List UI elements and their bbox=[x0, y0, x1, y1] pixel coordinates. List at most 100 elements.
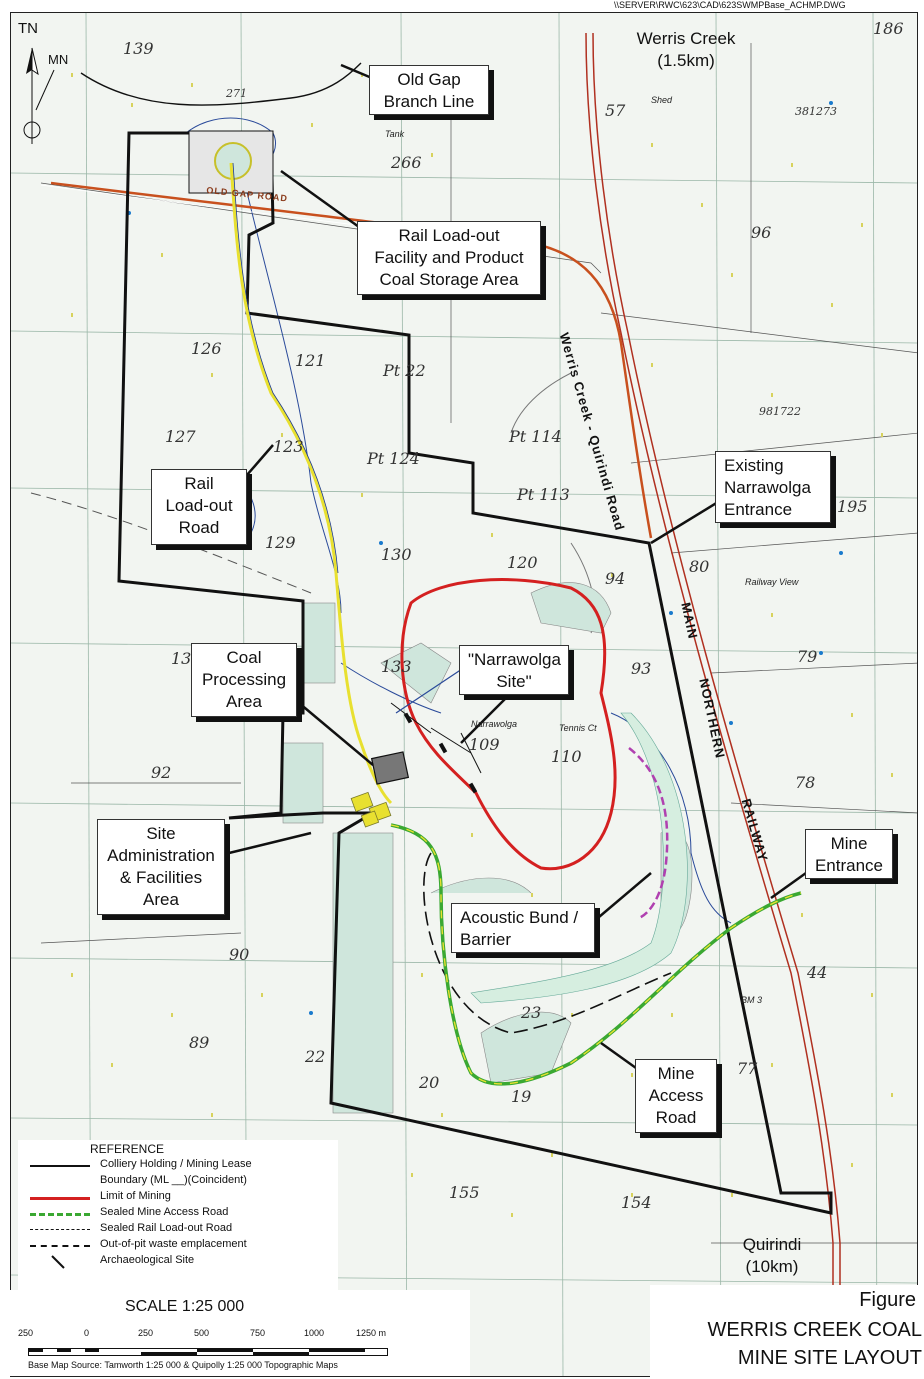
lot-number: 155 bbox=[449, 1183, 480, 1202]
lot-number: 77 bbox=[737, 1059, 758, 1078]
lot-number: 44 bbox=[807, 963, 828, 982]
callout-line: Mine bbox=[830, 834, 868, 853]
lot-number: 20 bbox=[419, 1073, 440, 1092]
figure-block: Figure WERRIS CREEK COAL MINE SITE LAYOU… bbox=[650, 1285, 922, 1377]
lot-number: 94 bbox=[605, 569, 626, 588]
shed-label: Shed bbox=[651, 95, 673, 105]
callout-line: Barrier bbox=[460, 930, 512, 949]
scale-bar bbox=[28, 1348, 388, 1356]
callout-line: (10km) bbox=[745, 1257, 799, 1276]
out-of-pit-emplacement bbox=[423, 852, 672, 1034]
benchmark-label: BM 3 bbox=[741, 995, 763, 1005]
lot-number: 57 bbox=[605, 101, 626, 120]
main-road bbox=[50, 181, 653, 539]
lot-number: 109 bbox=[469, 735, 500, 754]
callout-line: Road bbox=[655, 1108, 697, 1127]
lot-number: 13 bbox=[171, 649, 192, 668]
scale-block: SCALE 1:25 000 250 0 250 500 750 1000 12… bbox=[10, 1290, 470, 1376]
callout-line: Area bbox=[226, 692, 262, 711]
lot-number: 121 bbox=[295, 351, 326, 370]
coal-processing-block bbox=[370, 751, 410, 785]
lot-number: 90 bbox=[229, 945, 250, 964]
lot-number: Pt 22 bbox=[383, 361, 426, 380]
existing-narrawolga-callout: Existing Narrawolga Entrance bbox=[715, 451, 831, 523]
true-north-label: TN bbox=[18, 20, 38, 37]
lot-number: Pt 113 bbox=[517, 485, 570, 504]
figure-title: WERRIS CREEK COAL bbox=[707, 1319, 922, 1341]
main-northern-railway bbox=[585, 32, 841, 1376]
legend-label: Sealed Rail Load-out Road bbox=[100, 1222, 233, 1234]
figure-subtitle: MINE SITE LAYOUT bbox=[737, 1347, 922, 1369]
callout-line: Entrance bbox=[724, 500, 793, 519]
figure-label: Figure bbox=[859, 1289, 916, 1311]
callout-line: Area bbox=[143, 890, 179, 909]
lot-number: 96 bbox=[751, 223, 772, 242]
emplacement-areas bbox=[282, 582, 693, 1114]
lot-number: 271 bbox=[226, 87, 247, 100]
legend-swatch bbox=[30, 1165, 90, 1167]
callout-line: Site" bbox=[496, 672, 532, 691]
lot-number: 195 bbox=[837, 497, 868, 516]
callout-line: Branch Line bbox=[383, 92, 475, 111]
callout-line: Site bbox=[146, 824, 176, 843]
lot-number: 129 bbox=[265, 533, 296, 552]
lot-number: 381273 bbox=[795, 105, 837, 118]
file-path: \\SERVER\RWC\623\CAD\623SWMPBase_ACHMP.D… bbox=[612, 0, 848, 10]
legend-label: Colliery Holding / Mining Lease bbox=[100, 1158, 252, 1170]
mine-access-road-callout: Mine Access Road bbox=[635, 1059, 717, 1133]
callout-line: Coal Storage Area bbox=[379, 270, 519, 289]
lot-number: 93 bbox=[631, 659, 652, 678]
railway-view-label: Railway View bbox=[745, 577, 799, 587]
scale-tick: 750 bbox=[250, 1328, 266, 1338]
narrawolga-homestead-label: Narrawolga bbox=[471, 719, 518, 729]
lot-number: 139 bbox=[123, 39, 154, 58]
lot-number: 120 bbox=[507, 553, 538, 572]
legend-label: Out-of-pit waste emplacement bbox=[100, 1238, 247, 1250]
map-source: Base Map Source: Tamworth 1:25 000 & Qui… bbox=[28, 1360, 338, 1370]
lot-number: 133 bbox=[381, 657, 412, 676]
legend-label: Archaeological Site bbox=[100, 1254, 195, 1266]
lot-number: 23 bbox=[521, 1003, 542, 1022]
site-administration-callout: Site Administration & Facilities Area bbox=[97, 819, 225, 915]
archaeological-site-icon bbox=[51, 1255, 65, 1269]
lot-number: 19 bbox=[511, 1087, 532, 1106]
scale-title: SCALE 1:25 000 bbox=[125, 1298, 245, 1315]
quirindi-callout: Quirindi (10km) bbox=[727, 1231, 817, 1281]
callout-line: Rail Load-out bbox=[398, 226, 500, 245]
magnetic-north-label: MN bbox=[48, 52, 69, 67]
legend-title: REFERENCE bbox=[90, 1142, 165, 1156]
mine-access-road bbox=[390, 823, 802, 1086]
old-gap-branch-line bbox=[80, 62, 362, 106]
scale-tick: 0 bbox=[84, 1328, 90, 1338]
scale-tick: 1000 bbox=[304, 1328, 325, 1338]
callout-line: Access bbox=[648, 1086, 704, 1105]
callout-line: Quirindi bbox=[742, 1235, 802, 1254]
coal-processing-callout: Coal Processing Area bbox=[191, 643, 297, 717]
lot-number: 89 bbox=[189, 1033, 210, 1052]
scale-tick: 250 bbox=[138, 1328, 154, 1338]
lot-number: 186 bbox=[873, 19, 904, 38]
lot-number: Pt 124 bbox=[367, 449, 420, 468]
callout-line: "Narrawolga bbox=[468, 650, 561, 669]
scale-tick: 1250 m bbox=[356, 1328, 387, 1338]
north-arrow-icon bbox=[23, 47, 55, 144]
admin-buildings bbox=[350, 791, 392, 828]
lot-number: 80 bbox=[689, 557, 710, 576]
acoustic-bund-area bbox=[470, 712, 688, 1004]
lot-number: Pt 114 bbox=[509, 427, 562, 446]
callout-line: Existing bbox=[724, 456, 784, 475]
callout-line: Acoustic Bund / bbox=[460, 908, 579, 927]
lot-number: 22 bbox=[305, 1047, 326, 1066]
lot-number: 92 bbox=[151, 763, 172, 782]
callout-line: Administration bbox=[107, 846, 215, 865]
acoustic-bund-callout: Acoustic Bund / Barrier bbox=[451, 903, 595, 953]
callout-line: Narrawolga bbox=[724, 478, 811, 497]
tank-label: Tank bbox=[385, 129, 405, 139]
lot-number: 266 bbox=[391, 153, 422, 172]
callout-line: (1.5km) bbox=[657, 51, 715, 70]
legend-swatch bbox=[30, 1245, 90, 1247]
old-gap-callout: Old Gap Branch Line bbox=[369, 65, 489, 115]
scale-tick: 250 bbox=[18, 1328, 34, 1338]
north-arrow: TN MN bbox=[14, 14, 84, 154]
